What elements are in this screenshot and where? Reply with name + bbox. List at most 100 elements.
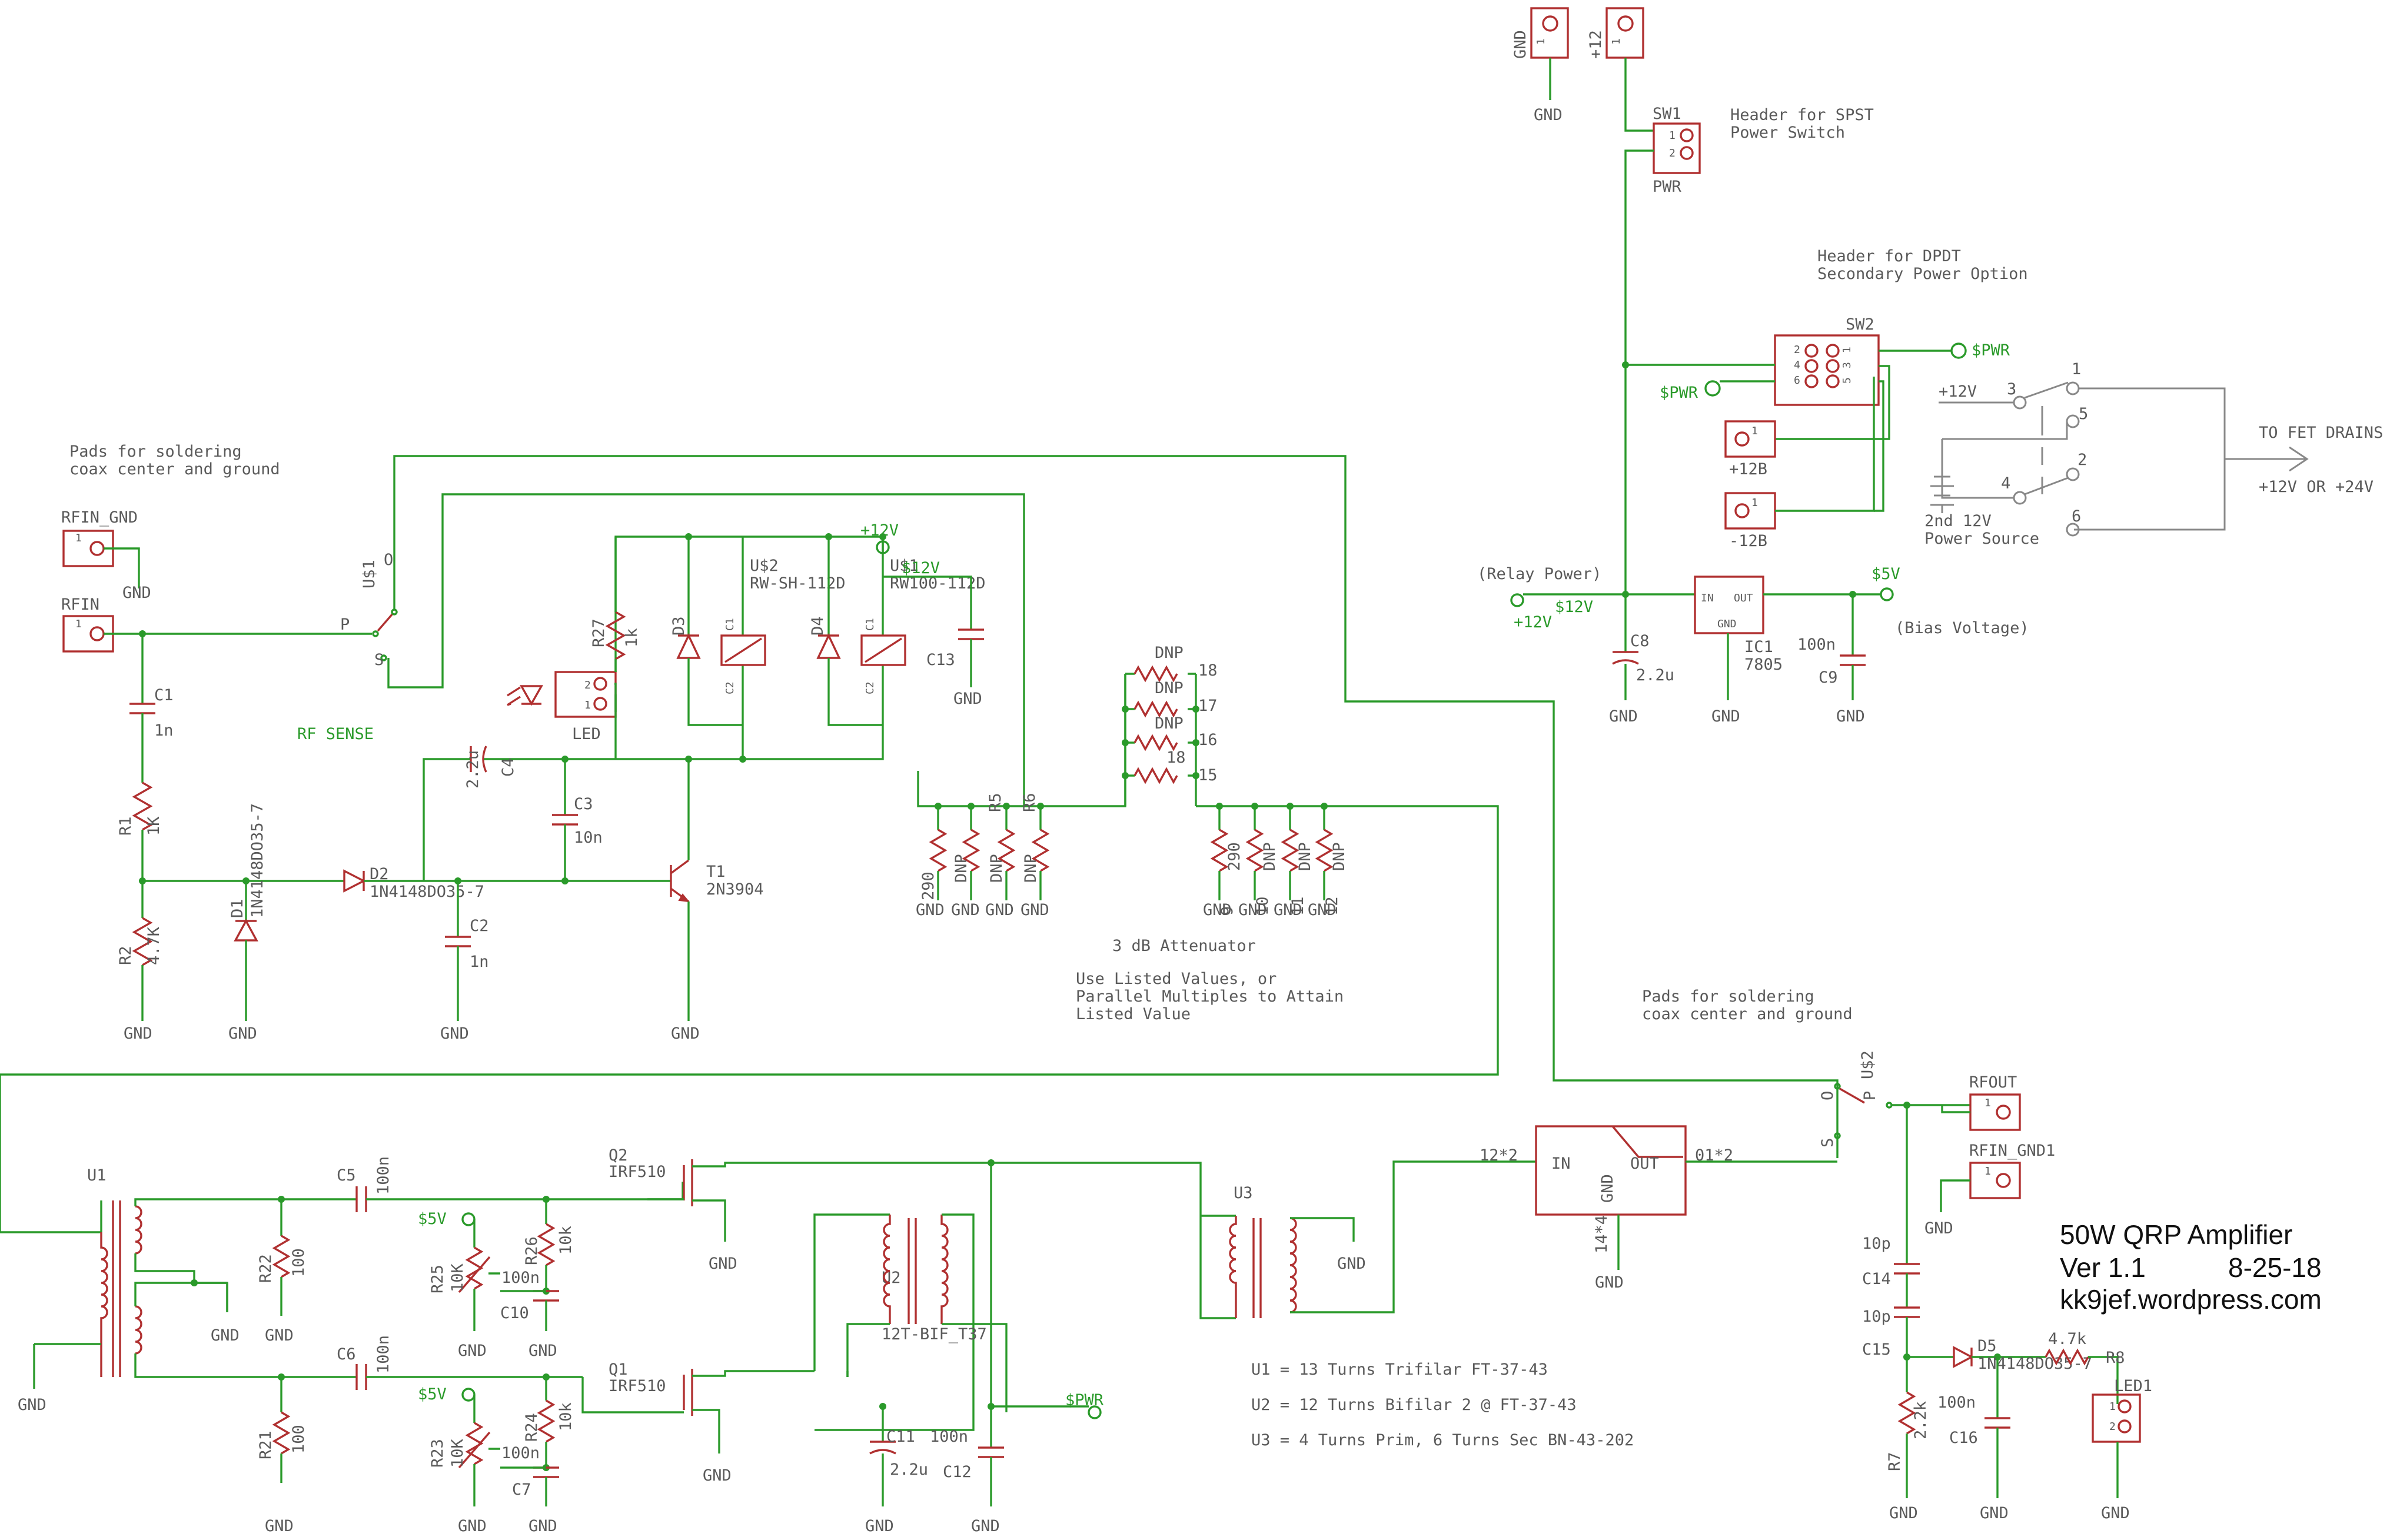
rfout-label: RFOUT xyxy=(1969,1073,2017,1092)
d4-label: D4 xyxy=(809,616,827,636)
c11-value: 2.2u xyxy=(890,1461,928,1479)
r7-label: R7 xyxy=(1886,1452,1904,1471)
gnd-label: GND xyxy=(865,1517,894,1535)
note-pads-out: Pads for soldering xyxy=(1642,987,1814,1006)
rf-output-section: Pads for soldering coax center and groun… xyxy=(1642,987,2322,1522)
bias-voltage-label: (Bias Voltage) xyxy=(1895,619,2029,637)
r2-resistor xyxy=(132,917,153,966)
c5-value: 100n xyxy=(374,1156,393,1195)
pin-label: 1 xyxy=(1610,38,1623,45)
t1-transistor xyxy=(670,859,690,903)
r7-resistor xyxy=(1897,1391,1916,1435)
r22-resistor xyxy=(272,1235,291,1278)
r8-label: R8 xyxy=(2106,1349,2125,1367)
c1-label: C1 xyxy=(154,686,174,704)
p12v-label: +12V xyxy=(860,521,899,540)
pin-label: 1 xyxy=(75,532,82,544)
resistor-value: DNP xyxy=(1296,842,1314,871)
c10-value: 100n xyxy=(501,1269,540,1287)
c2-capacitor xyxy=(445,936,471,947)
resistor-value: 290 xyxy=(919,872,938,900)
gnd-label: GND xyxy=(458,1517,487,1535)
c8-value: 2.2u xyxy=(1636,666,1674,684)
r22-value: 100 xyxy=(290,1248,308,1277)
d5-label: D5 xyxy=(1977,1337,1997,1355)
pin-label: 1 xyxy=(1985,1165,1991,1178)
led-label: LED xyxy=(572,725,601,743)
pin-label: 1 xyxy=(1985,1097,1991,1109)
d3-diode xyxy=(676,633,701,659)
gnd-label: GND xyxy=(953,690,982,708)
pin-label: 2 xyxy=(584,679,591,691)
s12v-label: $12V xyxy=(1555,598,1593,616)
spwr-label: $PWR xyxy=(1065,1391,1104,1409)
r1-value: 1K xyxy=(145,816,163,836)
lpf-module xyxy=(1535,1125,1687,1216)
note-spst-2: Power Switch xyxy=(1730,124,1845,142)
lpf-pin-label: 01*2 xyxy=(1695,1146,1733,1165)
r21-label: R21 xyxy=(257,1431,275,1459)
r23-value: 10K xyxy=(448,1438,467,1468)
atten-shunt-resistors-a xyxy=(929,829,1050,872)
gnd-label: GND xyxy=(1595,1273,1624,1292)
atten-series-resistors xyxy=(1133,665,1178,784)
c3-value: 10n xyxy=(574,829,603,847)
gnd-label: GND xyxy=(916,901,945,919)
m12b-pad[interactable] xyxy=(1724,492,1776,530)
c11-capacitor xyxy=(869,1441,896,1455)
led-icon xyxy=(520,685,543,706)
d2-diode xyxy=(343,869,366,893)
gnd-header-label: GND xyxy=(1511,30,1530,59)
spwr-label: $PWR xyxy=(1972,341,2010,360)
switch-us2-label: U$2 xyxy=(1859,1050,1877,1079)
u3-secondary-coil xyxy=(1289,1217,1297,1313)
u2-coil-a xyxy=(883,1215,891,1324)
second-source-label: 2nd 12V xyxy=(1924,512,1992,530)
c14-value: 10p xyxy=(1862,1235,1891,1253)
sw2-header[interactable] xyxy=(1774,334,1880,406)
u1-sec-coil-b xyxy=(135,1305,142,1355)
gnd-label: GND xyxy=(1238,901,1267,919)
r7-value: 2.2k xyxy=(1912,1401,1930,1439)
relay-us1-label: U$1 xyxy=(890,557,919,575)
u2-value: 12T-BIF_T37 xyxy=(882,1325,987,1343)
d1-diode xyxy=(234,919,258,942)
pin-label: 1 xyxy=(2072,360,2081,378)
q1-value: IRF510 xyxy=(609,1377,666,1395)
c9-capacitor xyxy=(1840,654,1866,666)
date: 8-25-18 xyxy=(2228,1252,2322,1283)
pin-label: 1 xyxy=(1751,425,1758,437)
led1-header[interactable] xyxy=(2092,1393,2141,1443)
c15-label: C15 xyxy=(1862,1341,1891,1359)
pin-label: 2 xyxy=(1794,344,1800,356)
r6-label: R6 xyxy=(1021,793,1039,812)
dpdt-external-drawing: +12V 3 1 5 2 4 6 2nd 12V Power Source TO… xyxy=(1924,360,2383,548)
rfin-gnd1-label: RFIN_GND1 xyxy=(1969,1142,2055,1160)
note-spst: Header for SPST xyxy=(1730,106,1874,124)
c9-value: 100n xyxy=(1797,636,1836,654)
r21-resistor xyxy=(272,1411,291,1455)
sw1-label: SW1 xyxy=(1653,105,1681,123)
gnd-label: GND xyxy=(1711,707,1740,726)
gnd-label: GND xyxy=(985,901,1014,919)
gnd-label: GND xyxy=(124,1025,152,1043)
switch-us1 xyxy=(377,612,394,632)
c4-label: C4 xyxy=(499,757,517,777)
u1-sec-coil-a xyxy=(135,1205,142,1255)
c6-capacitor xyxy=(355,1364,367,1390)
t1-value: 2N3904 xyxy=(706,880,764,899)
gnd-label: GND xyxy=(265,1326,294,1345)
pin-label: 2 xyxy=(2077,451,2087,469)
pin-label: 6 xyxy=(2072,507,2081,525)
rfin-gnd1-pad[interactable] xyxy=(1969,1162,2021,1199)
c12-capacitor xyxy=(978,1446,1004,1458)
relay-us2-coil xyxy=(720,634,766,666)
p12b-pad[interactable] xyxy=(1724,420,1776,458)
pin-label: 1 xyxy=(75,618,82,630)
c13-capacitor xyxy=(958,628,984,640)
u1-label: U1 xyxy=(87,1166,107,1185)
sw1-header[interactable] xyxy=(1653,122,1701,174)
pin-label: 4 xyxy=(2001,474,2010,493)
rfout-pad[interactable] xyxy=(1969,1093,2021,1131)
r26-resistor xyxy=(537,1223,556,1266)
